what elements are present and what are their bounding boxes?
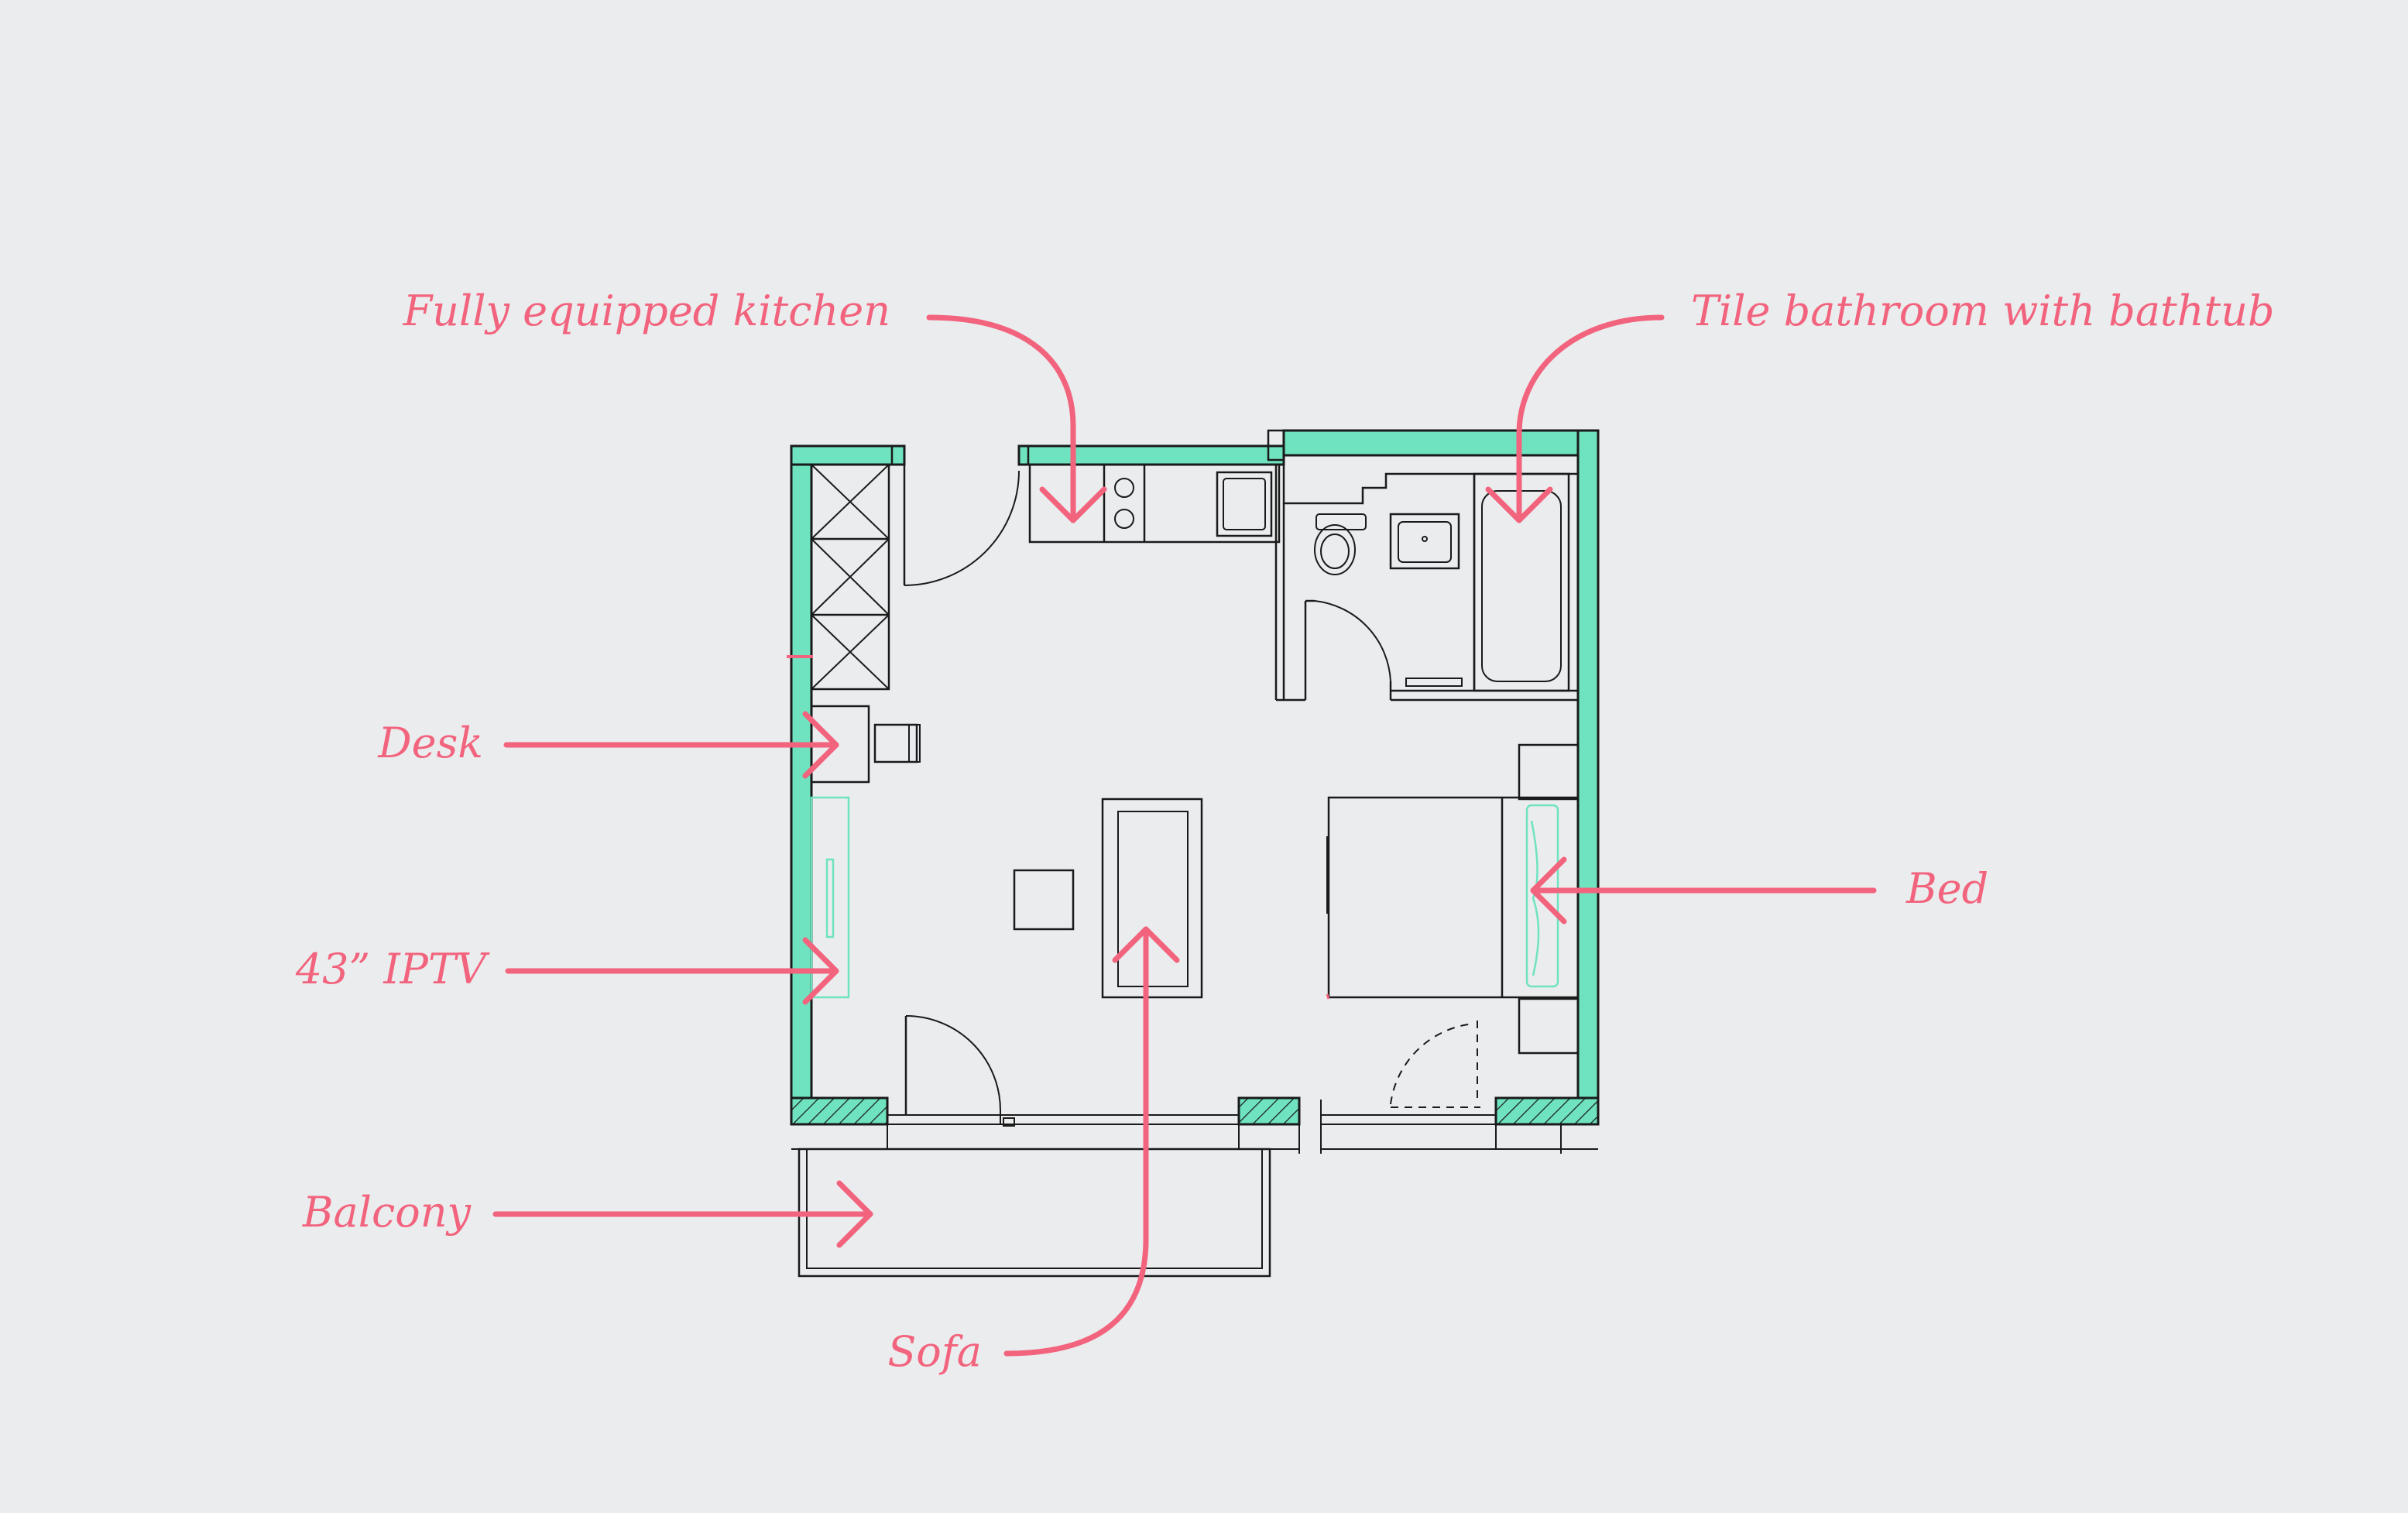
tv-arrow — [505, 937, 839, 1005]
label-tv: 43” IPTV — [295, 945, 490, 993]
living-area — [1013, 798, 1203, 999]
label-bed: Bed — [1905, 864, 1988, 913]
bed-arrow — [1530, 856, 1877, 925]
wall-bottom-middle — [1237, 1096, 1301, 1126]
label-balcony: Balcony — [302, 1188, 472, 1237]
label-bathroom: Tile bathroom with bathtub — [1691, 286, 2275, 335]
label-sofa: Sofa — [887, 1327, 982, 1376]
annotation-arrows — [492, 314, 1877, 1357]
desk — [810, 705, 921, 784]
wall-bottom-left — [790, 1096, 889, 1126]
kitchen-counter — [1028, 463, 1281, 544]
wall-top-right — [1282, 429, 1600, 457]
tv-unit — [810, 796, 850, 999]
desk-arrow — [503, 711, 839, 779]
label-desk: Desk — [377, 719, 483, 767]
entrance-door — [903, 465, 1020, 586]
annotation-labels: Fully equipped kitchen Tile bathroom wit… — [295, 286, 2275, 1376]
bathroom-arrow — [1485, 314, 1665, 523]
bathroom — [1274, 465, 1578, 702]
balcony-doors — [904, 1015, 1480, 1124]
wall-bottom-right — [1494, 1096, 1600, 1126]
wall-top-kitchen — [1017, 444, 1285, 466]
balcony-arrow — [492, 1180, 873, 1248]
sofa-arrow — [1003, 926, 1180, 1357]
label-kitchen: Fully equipped kitchen — [403, 286, 890, 335]
wardrobe — [787, 463, 890, 691]
kitchen-arrow — [926, 314, 1107, 523]
bed — [1326, 743, 1580, 1055]
wall-top-left — [790, 444, 906, 466]
walls — [790, 429, 1600, 1126]
wall-right — [1576, 429, 1600, 1100]
